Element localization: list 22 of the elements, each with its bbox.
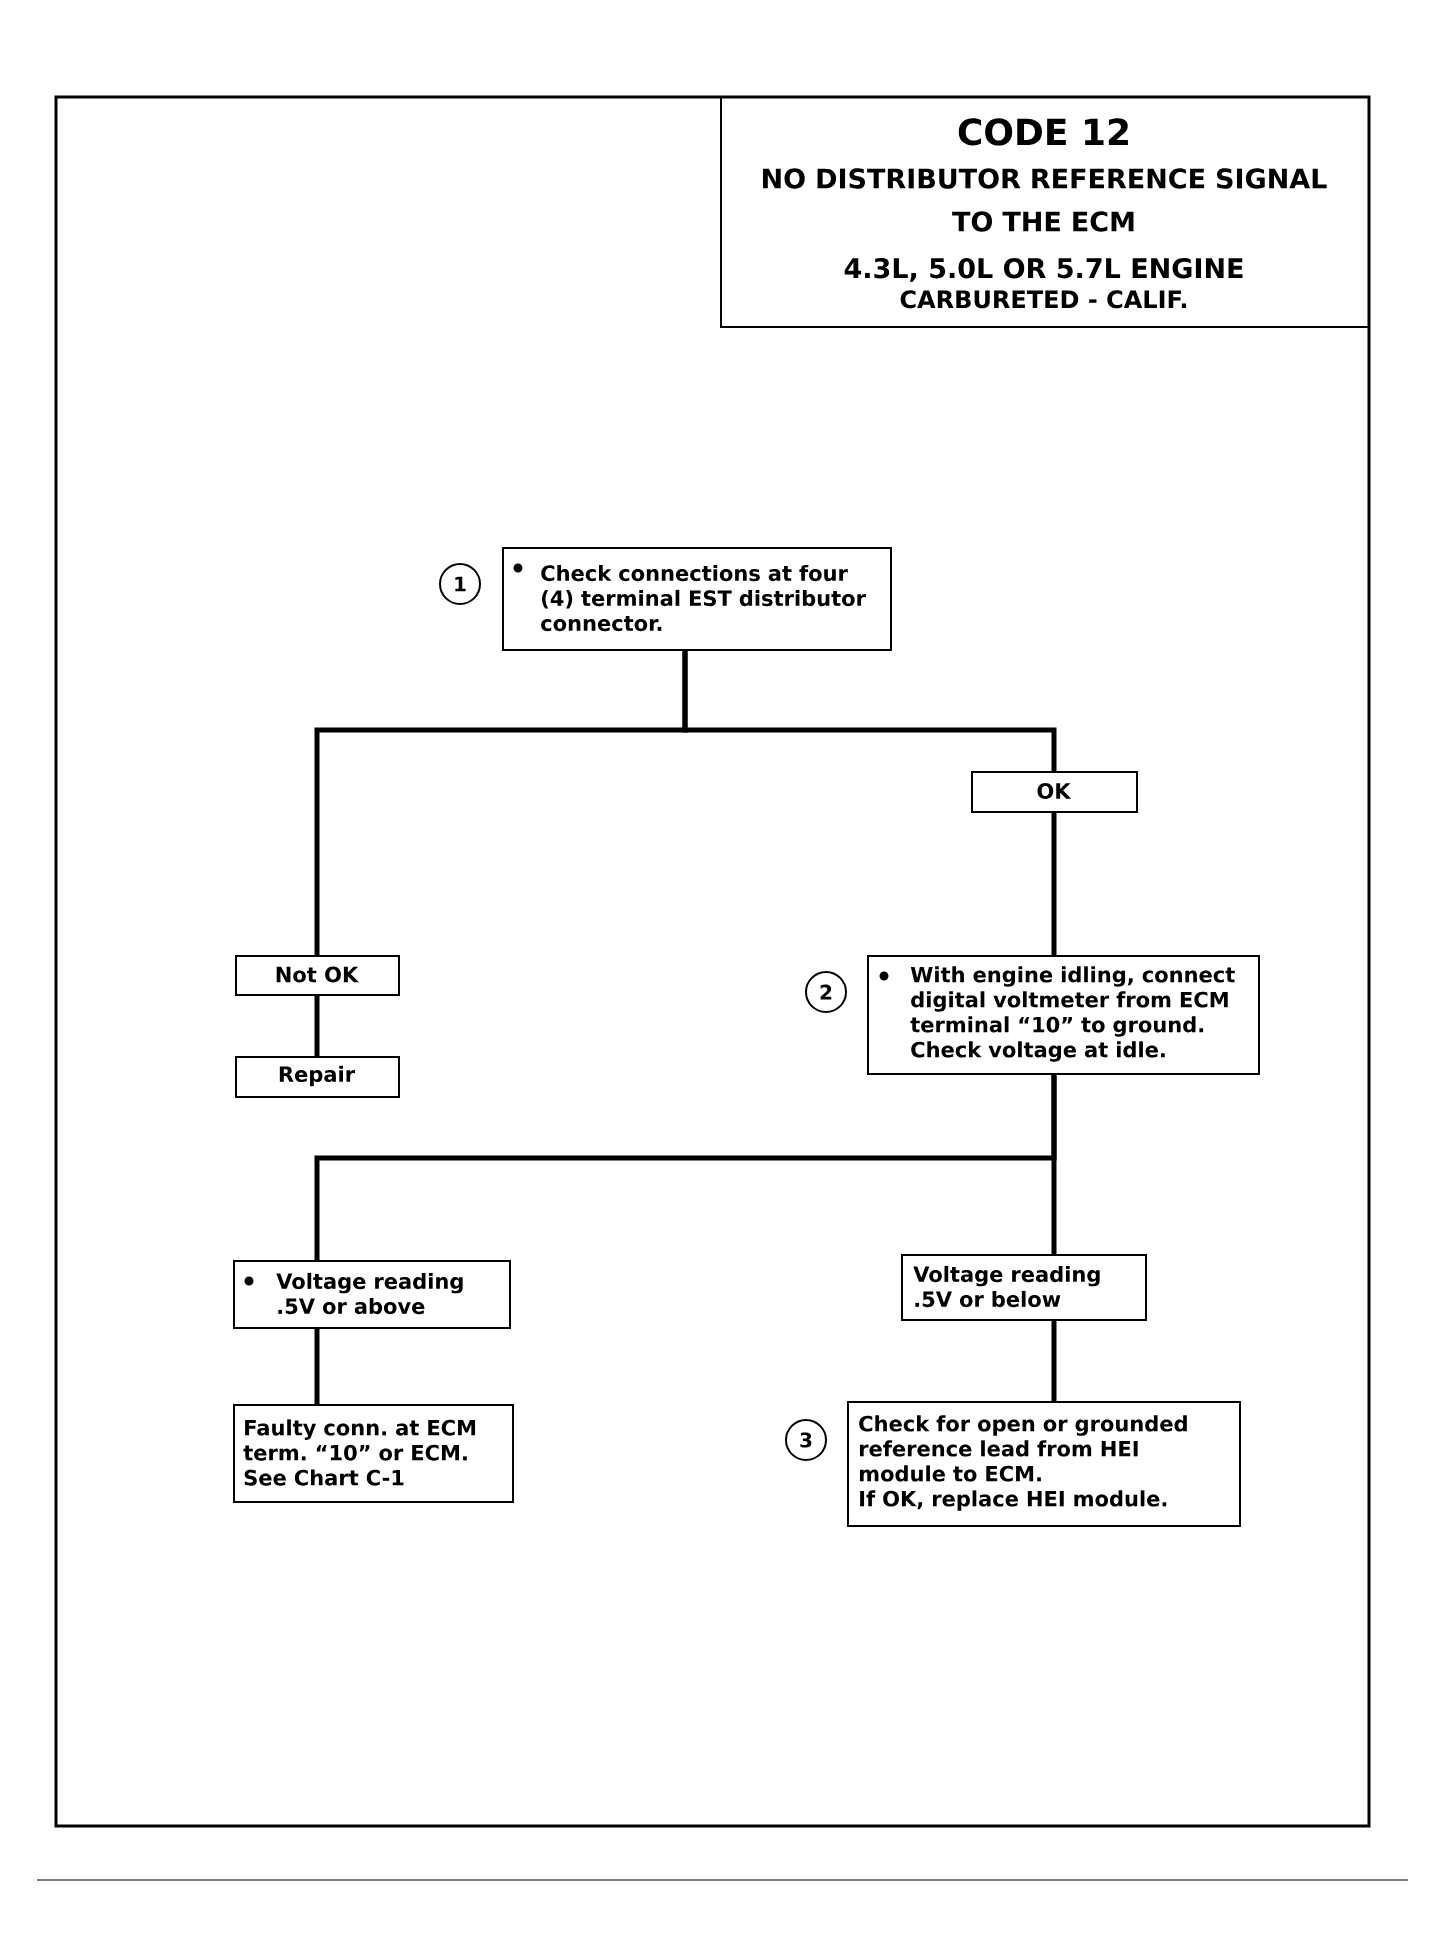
connector-line xyxy=(314,651,688,955)
step-number: 3 xyxy=(785,1419,827,1461)
step-number: 1 xyxy=(439,563,481,605)
subheading: NO DISTRIBUTOR REFERENCE SIGNAL TO THE ECM xyxy=(763,168,1327,232)
outcome-box: Voltage reading .5V or below xyxy=(901,1254,1147,1321)
step-number: 2 xyxy=(805,971,847,1013)
connector-line xyxy=(314,1329,320,1404)
connector-line xyxy=(314,996,320,1056)
connector-line xyxy=(1051,1321,1057,1401)
subheading: CARBURETED - CALIF. xyxy=(900,290,1187,309)
heading: CODE 12 xyxy=(958,118,1128,146)
outcome-box: OK xyxy=(971,771,1138,813)
process-box: With engine idling, connect digital voltmeter from ECM terminal “10” to ground. Check voltage at idle. xyxy=(867,955,1260,1075)
connector-line xyxy=(1051,813,1057,955)
connector-line xyxy=(1051,1075,1057,1254)
action-box: Faulty conn. at ECM term. “10” or ECM. See Chart C-1 xyxy=(233,1404,514,1503)
subheading: 4.3L, 5.0L OR 5.7L ENGINE xyxy=(844,257,1243,282)
action-box: Repair xyxy=(235,1056,400,1098)
process-box: Check for open or grounded reference lead from HEI module to ECM. If OK, replace HEI module. xyxy=(847,1401,1241,1527)
process-box: Check connections at four (4) terminal EST distributor connector. xyxy=(502,547,892,651)
outcome-box: Voltage reading .5V or above xyxy=(233,1260,511,1329)
outcome-box: Not OK xyxy=(235,955,400,996)
